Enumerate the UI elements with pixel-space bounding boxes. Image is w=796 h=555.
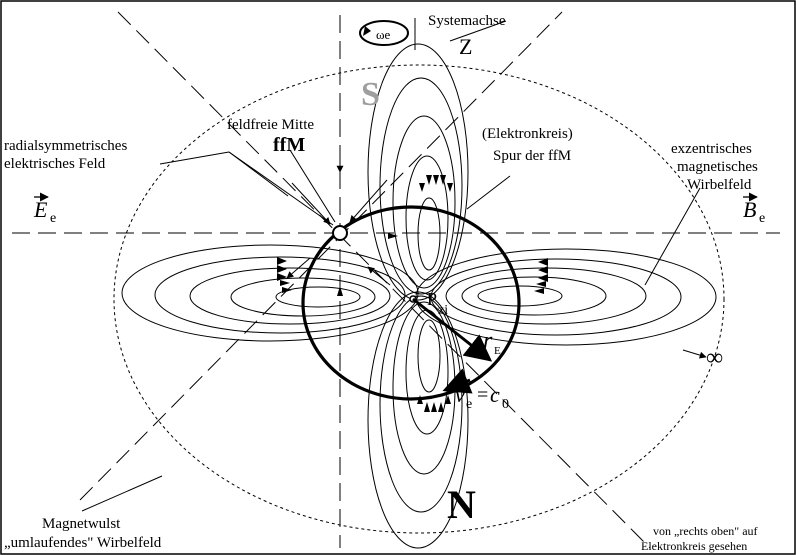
ffm-trace-label: Spur der ffM: [493, 148, 571, 164]
svg-text:e: e: [759, 211, 765, 226]
view-note-line-2: Elektronkreis gesehen: [641, 539, 747, 553]
b-field-symbol: B e: [743, 192, 765, 226]
circulating-field-label: „umlaufendes" Wirbelfeld: [4, 535, 162, 551]
rotation-arrow-icon: [363, 26, 371, 36]
eccentric-label-1: exzentrisches: [671, 141, 752, 157]
pointer-arrows: [286, 150, 707, 359]
left-vortex-field: [121, 244, 419, 342]
right-vortex-field: [415, 248, 717, 346]
svg-text:P: P: [427, 289, 437, 309]
diagonal-axis-2: [79, 11, 563, 501]
radial-field-label-2: elektrisches Feld: [4, 156, 106, 172]
svg-text:zi: zi: [438, 303, 448, 318]
ffm-point: [332, 225, 348, 241]
velocity-arrow: [442, 368, 473, 394]
magnetwulst-label: Magnetwulst: [42, 516, 121, 532]
svg-text:0: 0: [502, 397, 509, 412]
view-note-line-1: von „rechts oben" auf: [653, 524, 758, 538]
svg-text:c: c: [490, 382, 500, 407]
svg-text:=: =: [477, 384, 488, 406]
leader-lines: [81, 18, 701, 512]
velocity-label: v e = c 0: [455, 382, 509, 412]
omega-label: ωe: [376, 27, 391, 42]
svg-text:E: E: [494, 345, 501, 357]
radial-field-label-1: radialsymmetrisches: [4, 138, 127, 154]
svg-text:B: B: [743, 197, 756, 222]
e-field-symbol: E e: [33, 192, 56, 226]
z-axis-label: Z: [459, 34, 472, 59]
top-vortex-field: [367, 43, 469, 301]
ffm-label: ffM: [273, 134, 305, 156]
electron-circle-label: (Elektronkreis): [482, 126, 573, 142]
p-zi-label: P zi: [427, 289, 448, 318]
svg-text:E: E: [33, 197, 48, 222]
outer-field-boundary: [113, 64, 725, 534]
system-axis-label: Systemachse: [428, 13, 506, 29]
south-pole-label: S: [361, 76, 380, 113]
eccentric-label-2: magnetisches: [677, 159, 758, 175]
radius-label: r E: [483, 328, 501, 357]
north-pole-label: N: [447, 482, 476, 527]
eccentric-label-3: Wirbelfeld: [687, 177, 752, 193]
rotation-ellipse: [359, 20, 409, 46]
radius-arrow: [412, 297, 493, 362]
svg-text:v: v: [455, 382, 465, 407]
svg-text:e: e: [50, 211, 56, 226]
electron-circle: [301, 205, 521, 401]
svg-text:e: e: [466, 397, 472, 412]
svg-text:r: r: [483, 328, 493, 354]
ffm-title: feldfreie Mitte: [227, 117, 314, 133]
infinity-label: ∞: [706, 345, 723, 371]
